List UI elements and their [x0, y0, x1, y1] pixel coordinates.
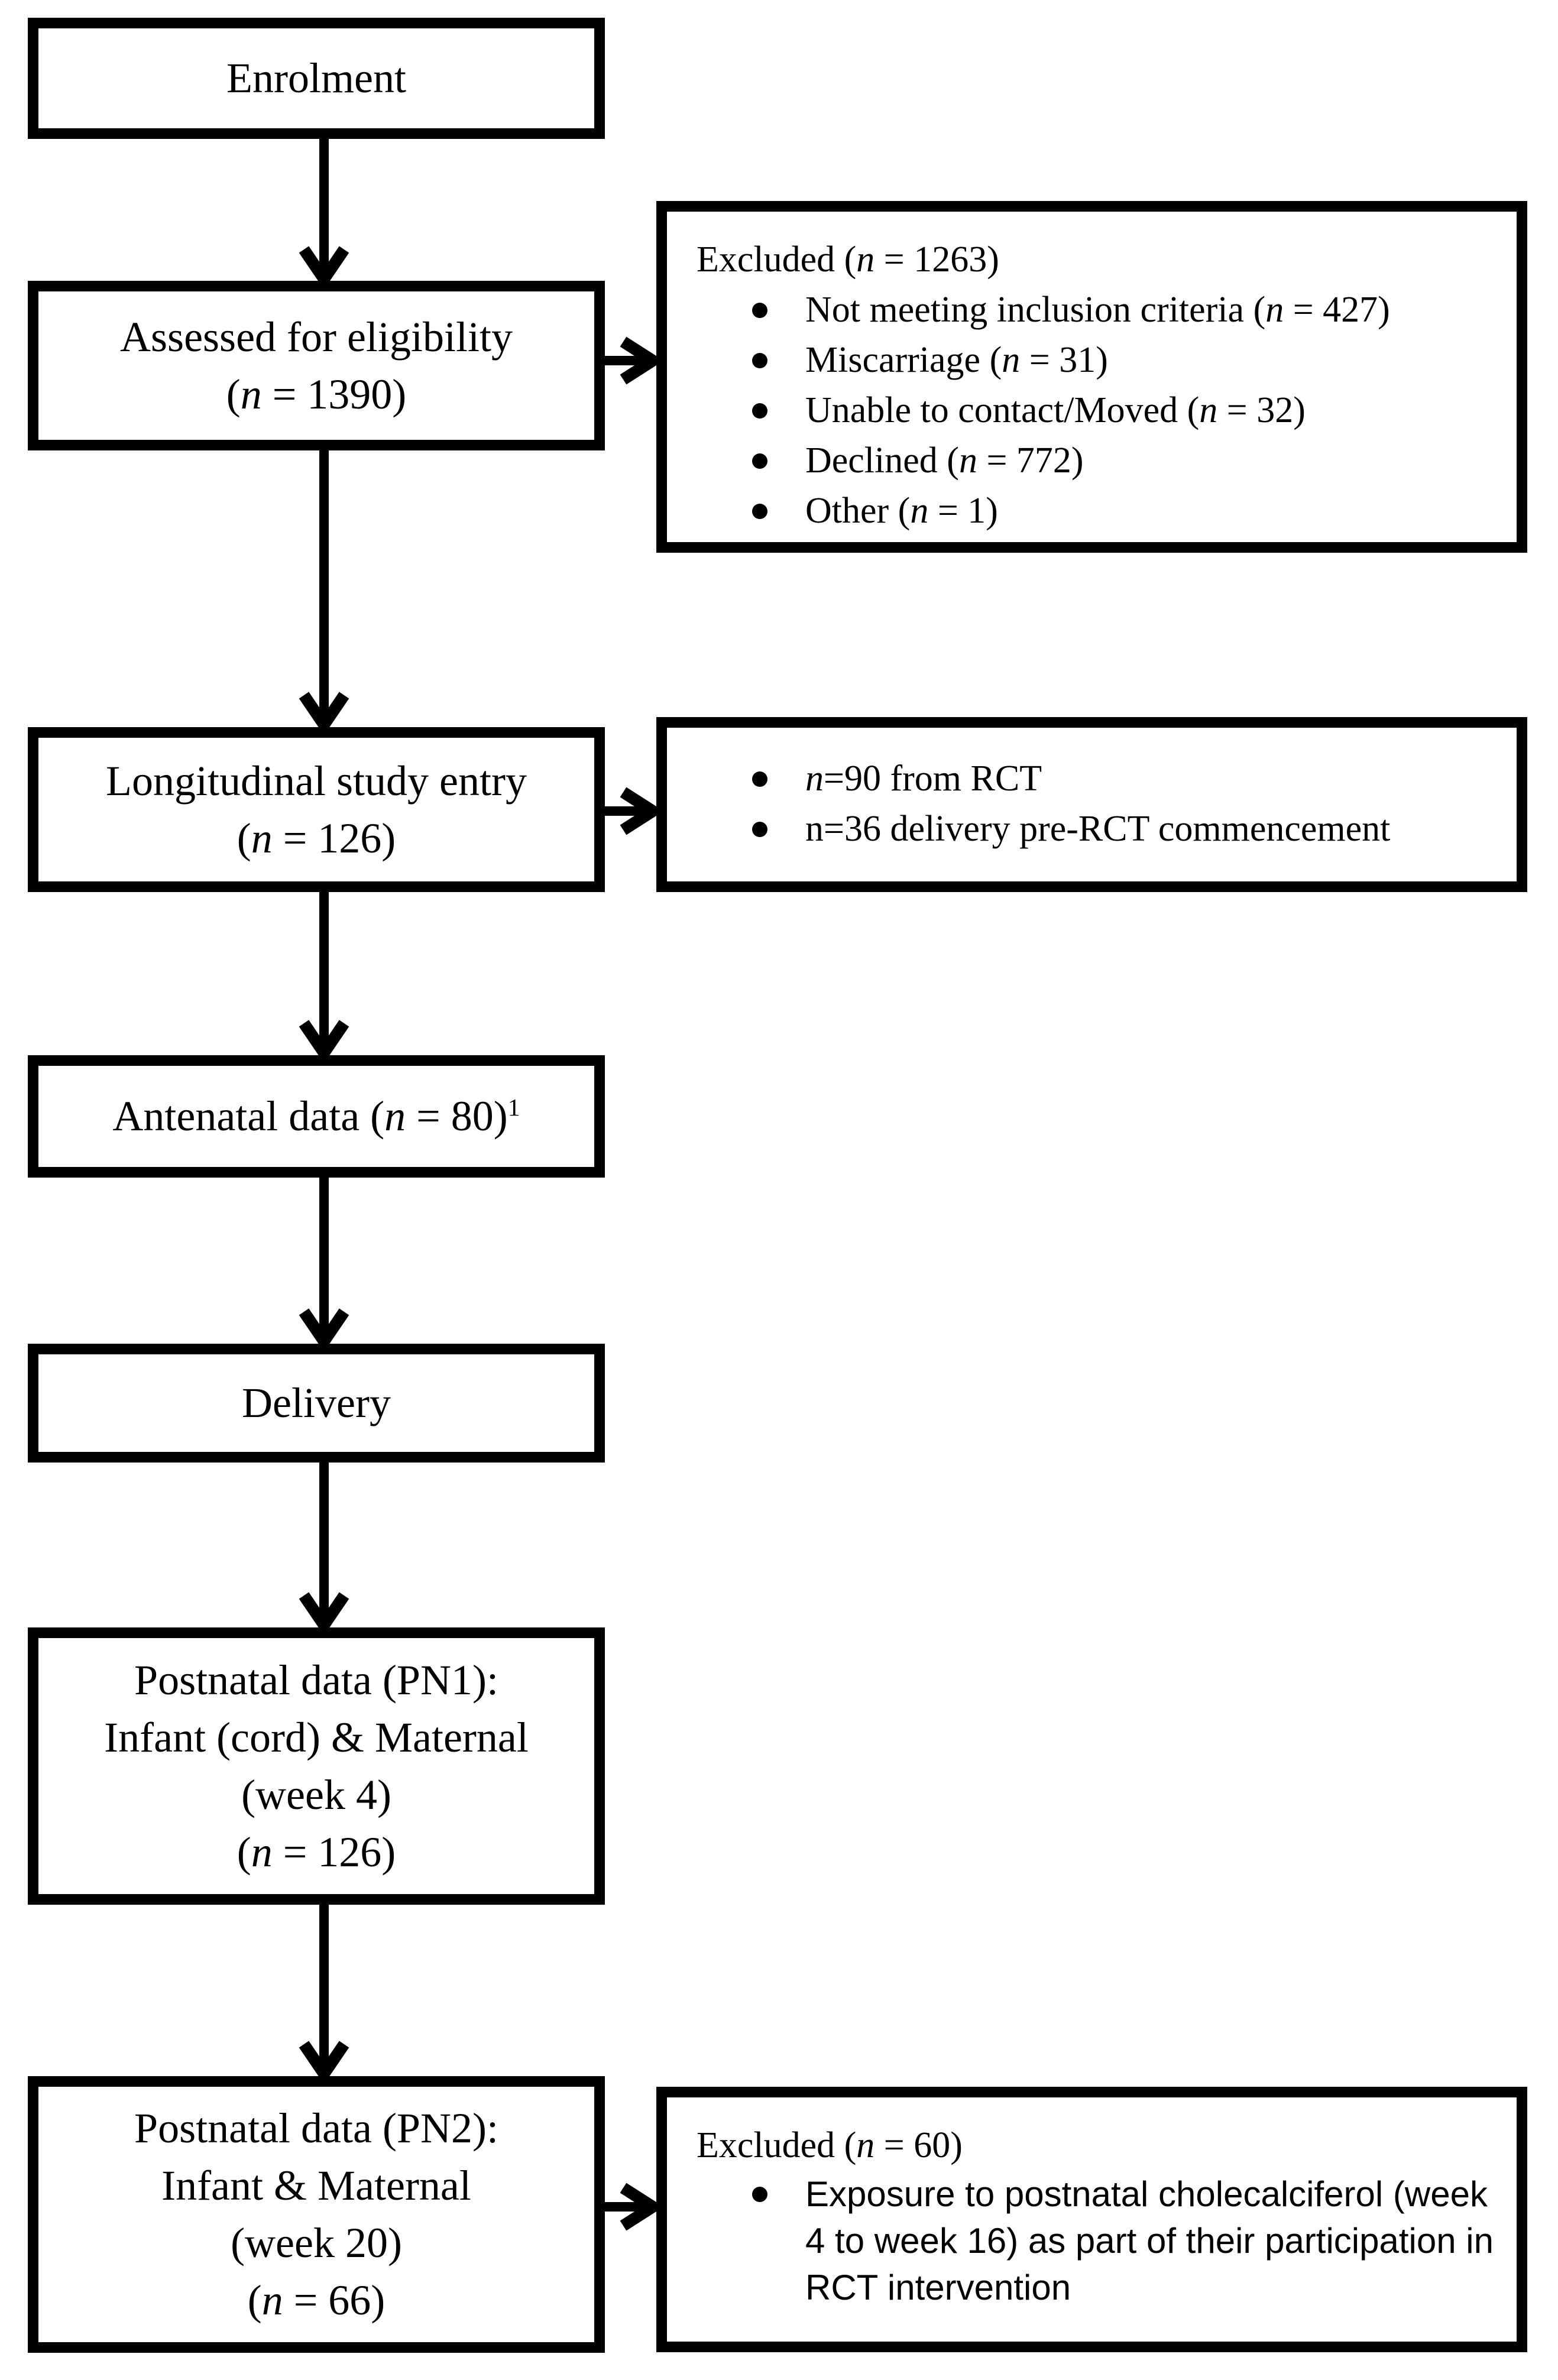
bullet-icon [752, 453, 767, 469]
box-assessed-for-eligibility: Assessed for eligibility (n = 1390) [28, 281, 605, 450]
list-item: Declined (n = 772) [752, 436, 1517, 486]
arrow-assessed-to-excluded [600, 336, 664, 385]
pn2-label-line3: (week 20) [231, 2219, 402, 2266]
bullet-icon [752, 353, 767, 368]
list-item: n=36 delivery pre-RCT commencement [752, 804, 1517, 854]
list-item: Not meeting inclusion criteria (n = 427) [752, 285, 1517, 335]
box-delivery: Delivery [28, 1344, 605, 1463]
box-antenatal-data: Antenatal data (n = 80)1 [28, 1055, 605, 1178]
box-excluded-eligibility: Excluded (n = 1263) Not meeting inclusio… [656, 201, 1527, 553]
box-excluded-pn2: Excluded (n = 60) Exposure to postnatal … [656, 2087, 1527, 2352]
bullet-icon [752, 2187, 767, 2202]
list-item: Exposure to postnatal cholecalciferol (w… [752, 2171, 1517, 2311]
pn1-label-line3: (week 4) [241, 1771, 391, 1818]
excluded-eligibility-title: Excluded (n = 1263) [697, 239, 999, 280]
pn2-label-line4: (n = 66) [247, 2277, 386, 2324]
pn1-label-line1: Postnatal data (PN1): [134, 1656, 498, 1704]
bullet-icon [752, 822, 767, 837]
bullet-icon [752, 771, 767, 787]
excluded-pn2-title: Excluded (n = 60) [697, 2125, 963, 2165]
assessed-label-line2: (n = 1390) [226, 370, 407, 418]
pn1-label-line4: (n = 126) [237, 1828, 396, 1876]
arrow-longitudinal-to-antenatal [299, 886, 349, 1063]
box-rct-entry-note: n=90 from RCT n=36 delivery pre-RCT comm… [656, 717, 1527, 892]
arrow-longitudinal-to-rct-note [600, 787, 664, 835]
arrow-pn1-to-pn2 [299, 1899, 349, 2084]
delivery-label: Delivery [242, 1379, 391, 1426]
enrolment-label: Enrolment [226, 54, 406, 102]
list-item: n=90 from RCT [752, 754, 1517, 804]
box-enrolment: Enrolment [28, 18, 605, 139]
list-item: Other (n = 1) [752, 486, 1517, 536]
longitudinal-label-line1: Longitudinal study entry [106, 757, 527, 805]
pn1-label-line2: Infant (cord) & Maternal [104, 1713, 529, 1761]
box-postnatal-pn2: Postnatal data (PN2): Infant & Maternal … [28, 2076, 605, 2353]
arrow-enrolment-to-assessed [299, 133, 349, 290]
arrow-assessed-to-longitudinal [299, 445, 349, 735]
longitudinal-label-line2: (n = 126) [237, 814, 396, 862]
arrow-delivery-to-pn1 [299, 1457, 349, 1636]
bullet-icon [752, 303, 767, 318]
arrow-pn2-to-excluded [600, 2183, 664, 2231]
antenatal-label: Antenatal data (n = 80)1 [112, 1092, 520, 1140]
arrow-antenatal-to-delivery [299, 1172, 349, 1352]
bullet-icon [752, 403, 767, 419]
list-item: Miscarriage (n = 31) [752, 335, 1517, 385]
list-item: Unable to contact/Moved (n = 32) [752, 385, 1517, 436]
box-postnatal-pn1: Postnatal data (PN1): Infant (cord) & Ma… [28, 1627, 605, 1905]
pn2-label-line1: Postnatal data (PN2): [134, 2105, 498, 2152]
pn2-label-line2: Infant & Maternal [161, 2162, 471, 2209]
assessed-label-line1: Assessed for eligibility [120, 313, 513, 361]
box-longitudinal-study-entry: Longitudinal study entry (n = 126) [28, 727, 605, 892]
bullet-icon [752, 504, 767, 519]
